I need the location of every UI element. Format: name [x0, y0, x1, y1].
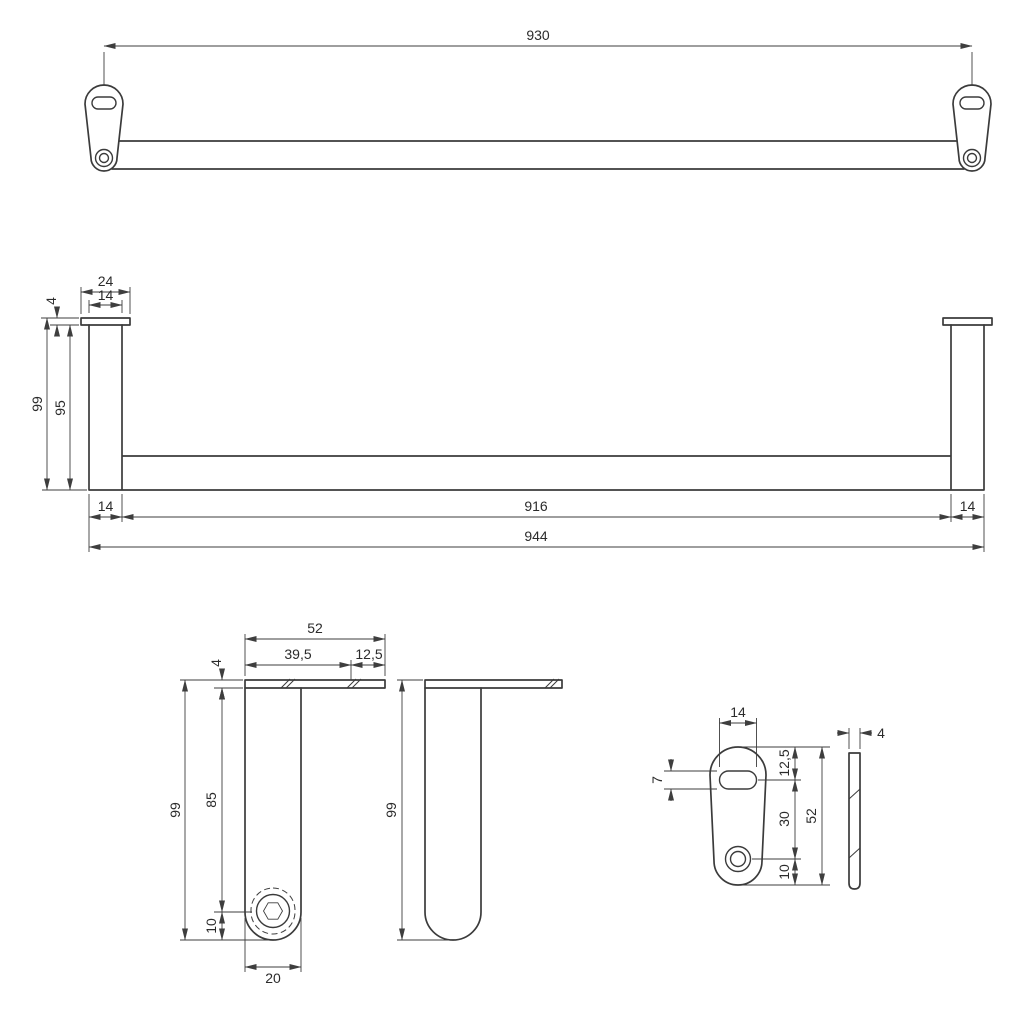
dim-label-leg-width-20: 20	[265, 970, 281, 986]
leg-front-view: 99	[383, 678, 563, 941]
dim-label-span-916: 916	[524, 498, 548, 514]
front-view-left-flange	[80, 317, 131, 326]
leg-hidden-plate	[250, 887, 296, 935]
bracket-side-view: 4	[837, 725, 885, 890]
dim-label-bracket-10: 10	[776, 864, 792, 880]
extension-lines	[103, 52, 973, 86]
dim-label-bracket-height-52: 52	[803, 808, 819, 824]
dim-label-flange-thickness-4: 4	[43, 297, 59, 305]
top-view-right-bracket-slot	[959, 96, 985, 110]
bracket-hole	[729, 850, 747, 868]
material-marks	[280, 678, 362, 689]
extension-lines	[664, 718, 830, 886]
material-marks	[544, 678, 560, 689]
bracket-front-view: 14 7 12,5 30 10 52	[649, 704, 830, 886]
front-view: 24 14 4 99 95 14 916 14 944	[29, 273, 993, 552]
leg-front-flange	[424, 679, 563, 689]
extension-lines	[180, 634, 386, 972]
dim-label-height-99: 99	[29, 396, 45, 412]
dim-label-slot-width-14: 14	[730, 704, 746, 720]
dim-label-bracket-12-5: 12,5	[776, 749, 792, 776]
leg-hex-socket	[262, 902, 284, 920]
extension-lines	[848, 728, 861, 749]
material-marks	[848, 788, 861, 859]
dim-label-end-offset-left-14: 14	[98, 498, 114, 514]
dim-label-leg-body-85: 85	[203, 792, 219, 808]
dim-label-flange-24: 24	[98, 273, 114, 289]
dim-label-height-95: 95	[52, 400, 68, 416]
top-view-right-screw	[966, 152, 978, 164]
bracket-slot	[718, 770, 758, 790]
dim-label-overall-944: 944	[524, 528, 548, 544]
dim-label-slot-height-7: 7	[649, 776, 665, 784]
dim-label-bracket-thickness-4: 4	[877, 725, 885, 741]
dim-label-end-offset-right-14: 14	[960, 498, 976, 514]
top-view-left-screw	[98, 152, 110, 164]
dim-label-post-14: 14	[98, 287, 114, 303]
extension-lines	[397, 679, 450, 941]
front-view-body	[88, 324, 985, 491]
dim-label-leg-flange-thickness-4: 4	[208, 659, 224, 667]
dim-label-leg-12-5: 12,5	[355, 646, 382, 662]
leg-side-view: 52 39,5 12,5 4 99 85 10 20	[167, 620, 386, 986]
top-view-left-bracket-slot	[91, 96, 117, 110]
dim-label-legfront-height-99: 99	[383, 802, 399, 818]
top-view: 930	[84, 27, 992, 172]
leg-side-body	[244, 687, 302, 941]
dim-label-leg-39-5: 39,5	[284, 646, 311, 662]
dim-label-leg-flange-52: 52	[307, 620, 323, 636]
front-view-right-flange	[942, 317, 993, 326]
leg-front-body	[424, 687, 482, 941]
leg-screw-washer	[255, 893, 291, 929]
extension-lines	[41, 287, 985, 552]
bracket-side-strip	[848, 752, 861, 890]
dim-label-930: 930	[526, 27, 550, 43]
top-view-bar	[111, 140, 965, 170]
dim-label-bracket-30: 30	[776, 811, 792, 827]
dim-label-leg-foot-10: 10	[203, 918, 219, 934]
dim-label-leg-height-99: 99	[167, 802, 183, 818]
leg-side-flange	[244, 679, 386, 689]
